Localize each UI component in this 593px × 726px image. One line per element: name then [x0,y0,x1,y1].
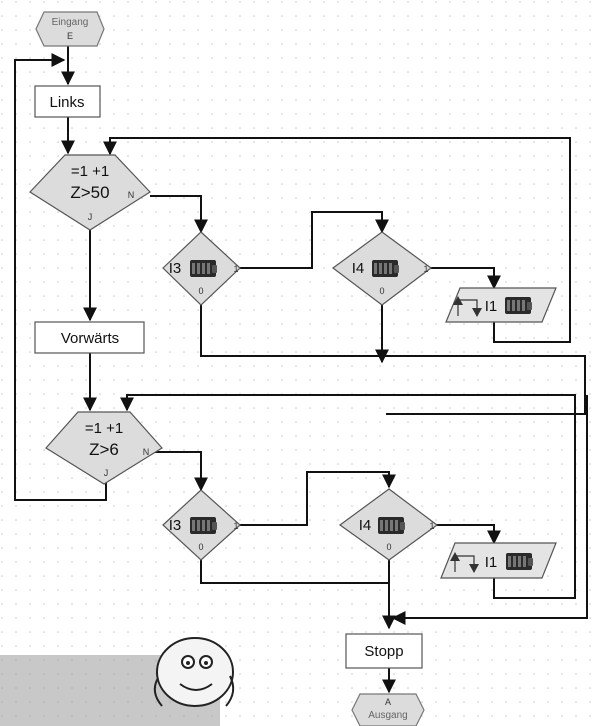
action-stopp-label: Stopp [364,643,403,660]
i4-label-1: I4 [352,260,365,277]
i3-zero-2: 0 [198,542,203,552]
switch-icon [372,260,399,277]
start-letter: E [67,31,73,41]
end-title: Ausgang [368,710,407,721]
counter2-line1: =1 +1 [85,420,123,437]
wait-label-1: I1 [485,298,498,315]
i4-one-1: 1 [423,264,428,274]
switch-icon [190,260,217,277]
wait-input-i1-2[interactable]: I1 [441,543,556,578]
switch-icon [378,517,405,534]
end-node[interactable]: A Ausgang [352,694,424,726]
wait-input-i1-1[interactable]: I1 [446,288,556,322]
switch-icon [190,517,217,534]
counter1-line1: =1 +1 [71,163,109,180]
counter1-no: N [128,190,135,200]
action-vorwarts-label: Vorwärts [61,330,119,347]
i3-one-1: 1 [233,264,238,274]
wait-label-2: I1 [485,554,498,571]
counter2-line2: Z>6 [89,440,119,459]
counter1-yes: J [88,212,93,222]
i4-zero-2: 0 [386,542,391,552]
action-vorwarts[interactable]: Vorwärts [35,322,144,353]
switch-icon [506,553,533,570]
i4-one-2: 1 [429,521,434,531]
i4-zero-1: 0 [379,286,384,296]
end-letter: A [385,697,391,707]
i3-zero-1: 0 [198,286,203,296]
action-links[interactable]: Links [35,86,100,117]
i3-label-1: I3 [169,260,182,277]
switch-icon [505,297,532,314]
start-node[interactable]: Eingang E [36,12,104,46]
counter1-line2: Z>50 [70,183,109,202]
i3-label-2: I3 [169,517,182,534]
counter2-no: N [143,447,150,457]
i4-label-2: I4 [359,517,372,534]
counter2-yes: J [104,468,109,478]
action-links-label: Links [49,94,84,111]
start-title: Eingang [52,17,89,28]
i3-one-2: 1 [233,521,238,531]
action-stopp[interactable]: Stopp [346,634,422,668]
